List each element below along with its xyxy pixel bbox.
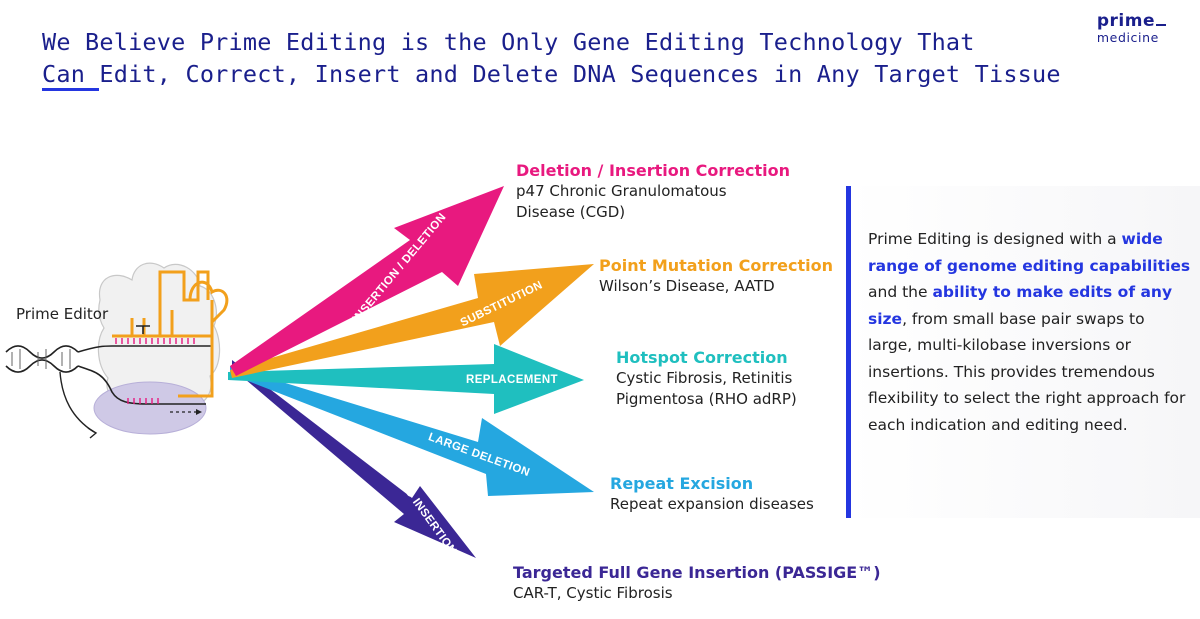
logo-line-1: prime — [1096, 11, 1155, 31]
title-underline — [42, 88, 99, 91]
arrow-replacement: REPLACEMENT — [228, 344, 584, 414]
summary-text: Prime Editing is designed with a wide ra… — [868, 226, 1193, 438]
outcome-repeat-excision: Repeat Excision Repeat expansion disease… — [610, 473, 814, 515]
outcome-heading: Point Mutation Correction — [599, 256, 834, 275]
outcome-heading: Repeat Excision — [610, 474, 754, 493]
dna-base-pairs — [11, 349, 71, 369]
outcome-heading: Hotspot Correction — [616, 348, 788, 367]
summary-text-part: and the — [868, 283, 933, 301]
panel-accent-bar — [846, 186, 851, 518]
dna-flap-arrow-head — [87, 427, 98, 439]
title-line-1: We Believe Prime Editing is the Only Gen… — [42, 28, 975, 56]
guide-base-pairs — [115, 338, 195, 344]
outcome-targeted-insertion: Targeted Full Gene Insertion (PASSIGE™) … — [513, 562, 881, 604]
outcome-detail: Repeat expansion diseases — [610, 495, 814, 513]
outcome-detail: Cystic Fibrosis, Retinitis — [616, 369, 793, 387]
prime-editor-illustration — [5, 262, 229, 439]
dna-flap-arrow — [59, 371, 95, 433]
outcome-detail: Disease (CGD) — [516, 203, 626, 221]
summary-panel: Prime Editing is designed with a wide ra… — [846, 186, 1200, 518]
pegrna-hand — [188, 280, 229, 324]
page-title: We Believe Prime Editing is the Only Gen… — [42, 26, 1122, 90]
dna-strand-lower — [77, 365, 206, 405]
summary-emphasis: ability to make edits of any size — [868, 283, 1173, 328]
rt-template-pairs — [127, 398, 159, 404]
title-line-2: Can Edit, Correct, Insert and Delete DNA… — [42, 60, 1061, 88]
outcome-point-mutation: Point Mutation Correction Wilson’s Disea… — [599, 255, 833, 297]
outcome-detail: Wilson’s Disease, AATD — [599, 277, 775, 295]
outcome-detail: CAR-T, Cystic Fibrosis — [513, 584, 673, 602]
outcome-hotspot: Hotspot Correction Cystic Fibrosis, Reti… — [616, 347, 797, 410]
summary-emphasis: wide range of genome editing capabilitie… — [868, 230, 1191, 275]
nick-marker — [136, 325, 150, 334]
arrow-label-replacement: REPLACEMENT — [466, 374, 558, 386]
outcome-heading: Deletion / Insertion Correction — [516, 161, 791, 180]
outcome-detail: p47 Chronic Granulomatous — [516, 182, 727, 200]
extension-arrow-head — [196, 409, 202, 415]
logo-cursor — [1156, 24, 1166, 26]
prime-editor-label: Prime Editor — [16, 305, 109, 323]
dna-strand-bottom — [5, 359, 79, 373]
outcome-heading: Targeted Full Gene Insertion (PASSIGE™) — [513, 563, 881, 582]
logo-line-2: medicine — [1096, 30, 1159, 45]
summary-text-part: , from small base pair swaps to large, m… — [868, 309, 1186, 434]
prime-medicine-logo: prime medicine — [1097, 12, 1166, 45]
outcome-deletion-insertion: Deletion / Insertion Correction p47 Chro… — [516, 160, 790, 223]
dna-strand-top — [5, 345, 79, 359]
outcome-detail: Pigmentosa (RHO adRP) — [616, 390, 797, 408]
summary-text-part: Prime Editing is designed with a — [868, 230, 1122, 248]
dna-strand-into-editor — [77, 345, 212, 353]
